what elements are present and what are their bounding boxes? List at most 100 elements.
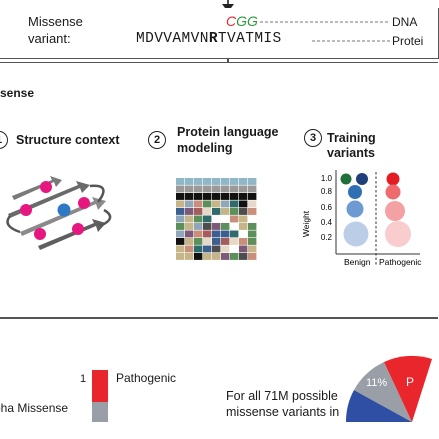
loop-3 bbox=[99, 208, 112, 228]
matrix-cell bbox=[230, 185, 239, 193]
benign-bubble-3 bbox=[343, 221, 369, 247]
matrix-cell bbox=[176, 178, 185, 185]
pathogenic-bubble-1 bbox=[386, 172, 400, 186]
matrix-cell bbox=[212, 245, 221, 253]
matrix-cell bbox=[176, 238, 185, 245]
colorbar-uncertain-segment bbox=[92, 402, 108, 422]
matrix-cell bbox=[212, 200, 221, 208]
benign-bubble-navy bbox=[356, 173, 368, 185]
colorbar-pathogenic-segment bbox=[92, 370, 108, 402]
matrix-cell bbox=[212, 185, 221, 193]
matrix-cell bbox=[221, 245, 230, 253]
matrix-cell bbox=[239, 238, 248, 245]
sequence-variant-residue: R bbox=[208, 31, 218, 47]
matrix-cell bbox=[203, 230, 212, 238]
matrix-cell bbox=[239, 215, 248, 223]
residue-pink-3 bbox=[78, 197, 90, 209]
matrix-cell bbox=[248, 208, 257, 215]
pie-slice-benign bbox=[345, 390, 412, 422]
dna-dashed-line bbox=[260, 21, 390, 42]
ytick-0-6: 0.6 bbox=[321, 203, 333, 212]
matrix-cell bbox=[239, 200, 248, 208]
matrix-cell bbox=[221, 178, 230, 185]
residue-blue bbox=[57, 203, 71, 217]
benign-axis-label: Benign bbox=[344, 257, 371, 267]
matrix-cell bbox=[176, 223, 185, 230]
matrix-cell bbox=[221, 200, 230, 208]
language-model-matrix bbox=[176, 178, 257, 260]
matrix-cell bbox=[221, 253, 230, 260]
matrix-cell bbox=[203, 253, 212, 260]
missense-label-line2: variant: bbox=[28, 31, 71, 46]
variant-panel bbox=[0, 8, 439, 59]
protein-label: Protei bbox=[392, 34, 424, 48]
residue-pink-4 bbox=[34, 228, 46, 240]
matrix-cell bbox=[239, 253, 248, 260]
weight-axis-label: Weight bbox=[301, 210, 311, 237]
matrix-cell bbox=[230, 200, 239, 208]
matrix-cell bbox=[176, 200, 185, 208]
matrix-cell bbox=[248, 238, 257, 245]
matrix-cell bbox=[185, 208, 194, 215]
matrix-cell bbox=[230, 245, 239, 253]
beta-strand-1 bbox=[12, 176, 62, 200]
matrix-cell bbox=[239, 178, 248, 185]
codon-first-base: C bbox=[226, 13, 237, 29]
dna-label: DNA bbox=[392, 15, 418, 29]
matrix-cell bbox=[248, 253, 257, 260]
matrix-cell bbox=[176, 193, 185, 200]
residue-pink-2 bbox=[20, 204, 32, 216]
matrix-cell bbox=[194, 245, 203, 253]
codon-rest-bases: GG bbox=[236, 13, 258, 29]
matrix-cell bbox=[176, 185, 185, 193]
matrix-cell bbox=[212, 178, 221, 185]
ytick-0-4: 0.4 bbox=[321, 218, 333, 227]
matrix-cell bbox=[194, 215, 203, 223]
step-2-number: 2 bbox=[148, 131, 166, 149]
structure-illustration bbox=[6, 176, 112, 250]
matrix-cell bbox=[248, 200, 257, 208]
panel-heading: sense bbox=[0, 86, 35, 100]
matrix-cell bbox=[185, 178, 194, 185]
colorbar-top-label: Pathogenic bbox=[116, 371, 177, 385]
matrix-cell bbox=[185, 185, 194, 193]
beta-strand-4 bbox=[38, 219, 106, 250]
matrix-cell bbox=[212, 238, 221, 245]
matrix-cell bbox=[185, 215, 194, 223]
training-variants-chart: Weight 1.0 0.8 0.6 0.4 0.2 Benign Pathog… bbox=[301, 170, 422, 267]
matrix-cell bbox=[230, 178, 239, 185]
ytick-0-8: 0.8 bbox=[321, 187, 333, 196]
matrix-cell bbox=[239, 245, 248, 253]
pathogenic-bubble-4 bbox=[385, 221, 411, 247]
ytick-0-2: 0.2 bbox=[321, 233, 333, 242]
beta-strand-3 bbox=[20, 197, 106, 236]
pie-slice-pathogenic bbox=[384, 355, 432, 422]
matrix-cell bbox=[194, 208, 203, 215]
pie-pathogenic-label: P bbox=[406, 375, 414, 389]
matrix-cell bbox=[221, 208, 230, 215]
pathogenic-axis-label: Pathogenic bbox=[379, 257, 422, 267]
matrix-cell bbox=[248, 185, 257, 193]
matrix-cell bbox=[248, 215, 257, 223]
matrix-cell bbox=[212, 230, 221, 238]
matrix-cell bbox=[176, 253, 185, 260]
matrix-cell bbox=[203, 215, 212, 223]
benign-bubble-2 bbox=[346, 200, 364, 218]
matrix-cell bbox=[194, 230, 203, 238]
matrix-cell bbox=[194, 178, 203, 185]
matrix-cell bbox=[239, 223, 248, 230]
matrix-cell bbox=[221, 238, 230, 245]
matrix-cell bbox=[176, 208, 185, 215]
pie-uncertain-label: 11% bbox=[366, 377, 387, 389]
results-left-text-line1: pha Missense bbox=[0, 401, 69, 415]
residue-pink-1 bbox=[40, 181, 52, 193]
matrix-cell bbox=[203, 185, 212, 193]
matrix-cell bbox=[203, 208, 212, 215]
step-3-number: 3 bbox=[304, 129, 322, 147]
matrix-cell bbox=[185, 223, 194, 230]
matrix-cell bbox=[194, 238, 203, 245]
matrix-cell bbox=[212, 208, 221, 215]
matrix-cell bbox=[185, 200, 194, 208]
matrix-cell bbox=[239, 193, 248, 200]
matrix-cell bbox=[248, 178, 257, 185]
